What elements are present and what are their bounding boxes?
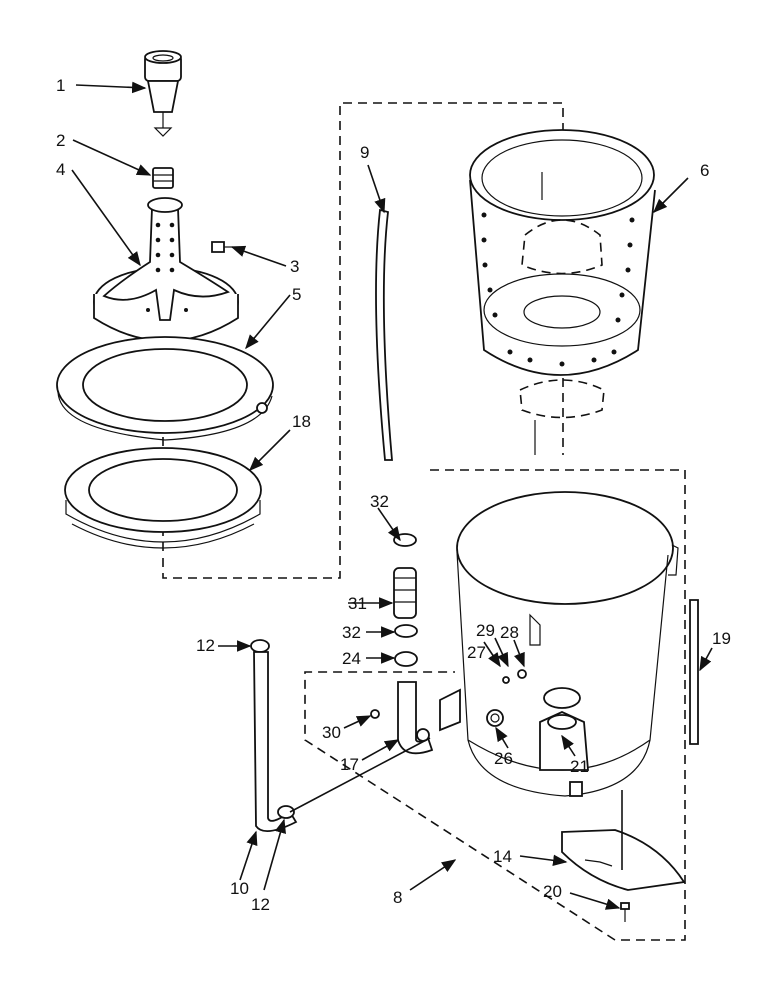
callout-19: 19 — [712, 629, 731, 648]
callout-4: 4 — [56, 160, 65, 179]
balance-ring-part — [56, 336, 274, 441]
callout-24: 24 — [342, 649, 361, 668]
callout-30: 30 — [322, 723, 341, 742]
callout-12-top: 12 — [196, 636, 215, 655]
drain-hose-part — [253, 651, 298, 832]
hose-part — [375, 208, 393, 461]
callout-18: 18 — [292, 412, 311, 431]
screw-part — [211, 241, 240, 253]
callout-32-middle: 32 — [342, 623, 361, 642]
callout-1: 1 — [56, 76, 65, 95]
callout-12-bottom: 12 — [251, 895, 270, 914]
wash-basket-part — [469, 129, 656, 455]
agitator-cap-part — [144, 50, 182, 137]
tub-assembly-group-outline — [304, 469, 686, 941]
callout-5: 5 — [292, 285, 301, 304]
callout-29: 29 — [476, 621, 495, 640]
callout-6: 6 — [700, 161, 709, 180]
hose-clamp-part-lower — [277, 805, 295, 819]
callout-14: 14 — [493, 847, 512, 866]
callout-2: 2 — [56, 131, 65, 150]
callout-31: 31 — [348, 594, 367, 613]
callout-28: 28 — [500, 623, 519, 642]
gasket-strip-part — [689, 599, 699, 745]
callout-3: 3 — [290, 257, 299, 276]
callout-32-top: 32 — [370, 492, 389, 511]
callout-20: 20 — [543, 882, 562, 901]
callout-17: 17 — [340, 755, 359, 774]
callout-8: 8 — [393, 888, 402, 907]
leader-lines — [71, 81, 713, 910]
pump-components — [393, 533, 418, 667]
seal-ring-part — [64, 447, 262, 549]
callout-10: 10 — [230, 879, 249, 898]
shield-screw-part — [620, 902, 630, 922]
shield-part — [561, 829, 686, 891]
agitator-cam-part — [152, 167, 174, 189]
agitator-part — [93, 197, 239, 342]
outer-tub-part — [456, 491, 679, 797]
callout-21: 21 — [570, 757, 589, 776]
callout-labels: 1 2 3 4 5 6 8 9 10 12 12 14 17 18 19 20 … — [56, 76, 731, 914]
callout-9: 9 — [360, 143, 369, 162]
callout-27: 27 — [467, 643, 486, 662]
outlet-fitting-part — [370, 681, 461, 755]
hose-clamp-part — [250, 639, 270, 653]
callout-26: 26 — [494, 749, 513, 768]
